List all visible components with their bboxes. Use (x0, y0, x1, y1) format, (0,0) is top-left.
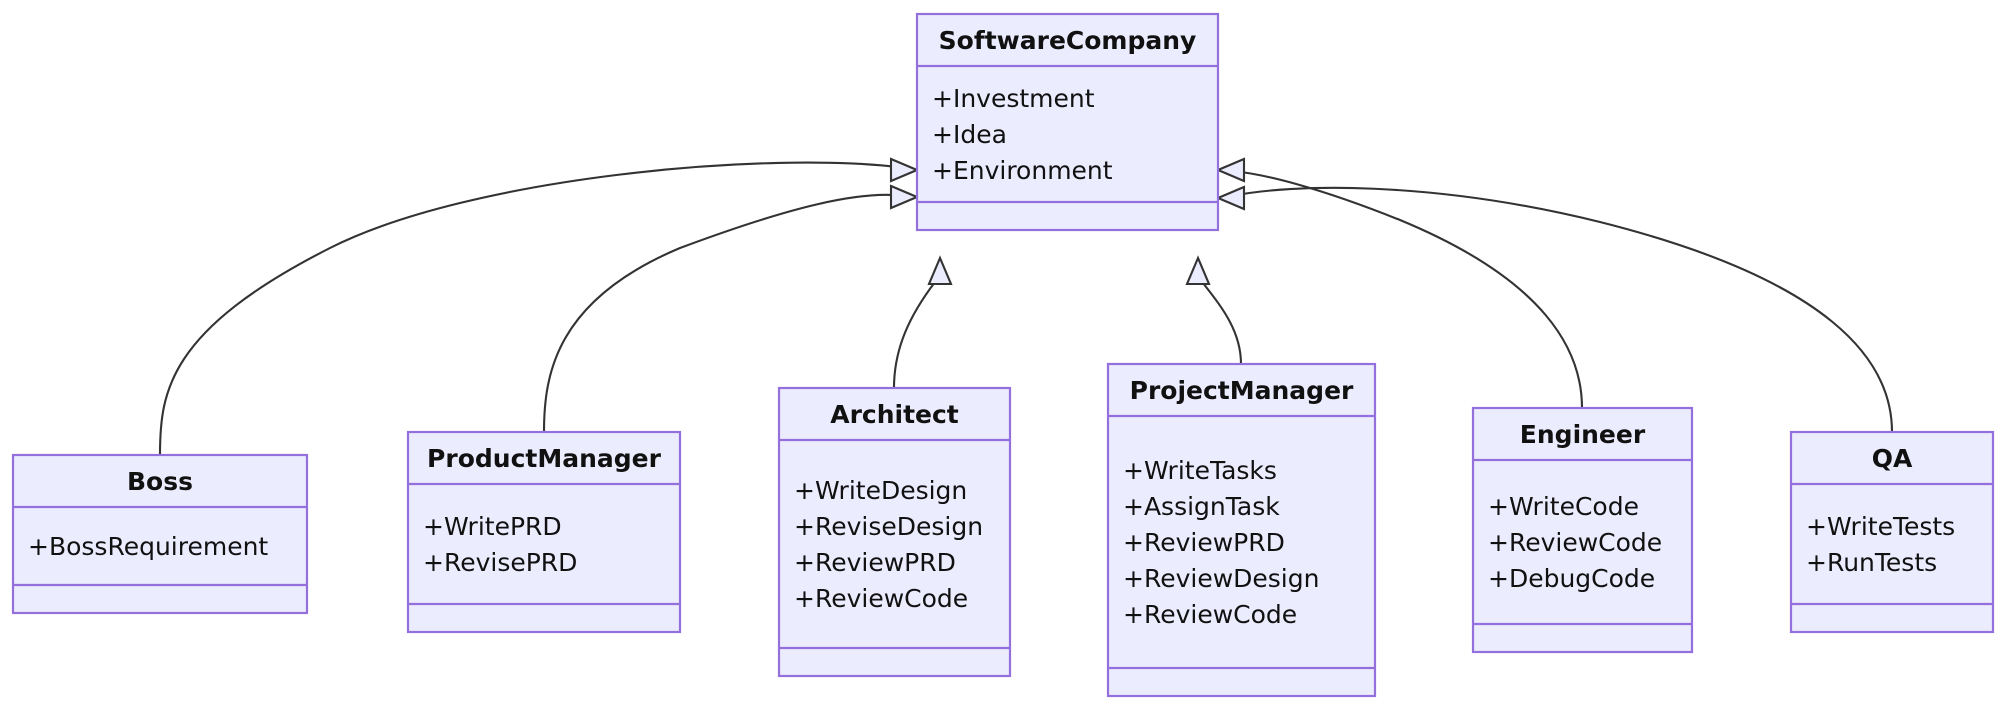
class-node-boss[interactable]: Boss +BossRequirement (11, 453, 309, 615)
class-member: +RunTests (1806, 548, 1937, 577)
inheritance-arrowhead-icon (889, 157, 920, 183)
class-member: +AssignTask (1123, 492, 1280, 521)
inheritance-arrowhead-icon (1185, 255, 1211, 286)
class-member: +Idea (932, 120, 1007, 149)
class-member: +RevisePRD (423, 548, 577, 577)
inheritance-edge-productmanager (542, 184, 920, 434)
class-title: SoftwareCompany (939, 26, 1197, 55)
class-member: +ReviewCode (794, 584, 968, 613)
class-member: +BossRequirement (28, 532, 268, 561)
class-node-softwarecompany[interactable]: SoftwareCompany +Investment +Idea +Environm… (915, 12, 1220, 232)
class-node-qa[interactable]: QA +WriteTests +RunTests (1789, 430, 1995, 634)
class-member: +WriteDesign (794, 476, 967, 505)
inheritance-arrowhead-icon (889, 184, 920, 210)
class-box-outline (1471, 406, 1694, 654)
class-member: +Investment (932, 84, 1095, 113)
class-member: +ReviewCode (1123, 600, 1297, 629)
class-title: ProductManager (427, 444, 662, 473)
class-member: +WriteTasks (1123, 456, 1277, 485)
relationship-edges-layer (158, 157, 1894, 457)
edge-line (1230, 186, 1894, 434)
inheritance-edge-qa (1215, 185, 1894, 434)
class-member: +ReviewPRD (794, 548, 956, 577)
class-member: +ReviewDesign (1123, 564, 1319, 593)
inheritance-arrowhead-icon (1215, 185, 1246, 211)
class-nodes-layer: SoftwareCompany +Investment +Idea +Environm… (11, 12, 1995, 698)
inheritance-arrowhead-icon (1215, 157, 1246, 183)
class-member: +WriteTests (1806, 512, 1955, 541)
class-member: +Environment (932, 156, 1113, 185)
class-box-outline (1106, 362, 1377, 698)
class-member: +DebugCode (1488, 564, 1655, 593)
inheritance-edge-projectmanager (1185, 255, 1243, 366)
class-title: ProjectManager (1130, 376, 1354, 405)
edge-line (1230, 169, 1584, 410)
class-node-productmanager[interactable]: ProductManager +WritePRD +RevisePRD (406, 430, 682, 634)
class-member: +WriteCode (1488, 492, 1639, 521)
class-member: +ReviseDesign (794, 512, 983, 541)
class-title: Architect (830, 400, 959, 429)
class-member: +ReviewPRD (1123, 528, 1285, 557)
class-box-outline (11, 453, 309, 615)
inheritance-edge-engineer (1215, 157, 1584, 410)
class-title: QA (1872, 444, 1913, 473)
class-node-projectmanager[interactable]: ProjectManager +WriteTasks +AssignTask +Rev… (1106, 362, 1377, 698)
class-title: Engineer (1520, 420, 1646, 449)
inheritance-edge-architect (892, 255, 953, 390)
class-box-outline (406, 430, 682, 634)
class-member: +ReviewCode (1488, 528, 1662, 557)
class-box-outline (777, 386, 1012, 678)
class-title: Boss (127, 467, 193, 496)
class-node-engineer[interactable]: Engineer +WriteCode +ReviewCode +DebugCode (1471, 406, 1694, 654)
inheritance-edge-boss (158, 157, 920, 457)
class-node-architect[interactable]: Architect +WriteDesign +ReviseDesign +Revie… (777, 386, 1012, 678)
inheritance-arrowhead-icon (927, 255, 953, 286)
edge-line (158, 161, 907, 457)
edge-line (1201, 281, 1243, 366)
class-member: +WritePRD (423, 512, 562, 541)
class-box-outline (915, 12, 1220, 232)
edge-line (892, 280, 937, 390)
class-box-outline (1789, 430, 1995, 634)
edge-line (542, 193, 907, 434)
